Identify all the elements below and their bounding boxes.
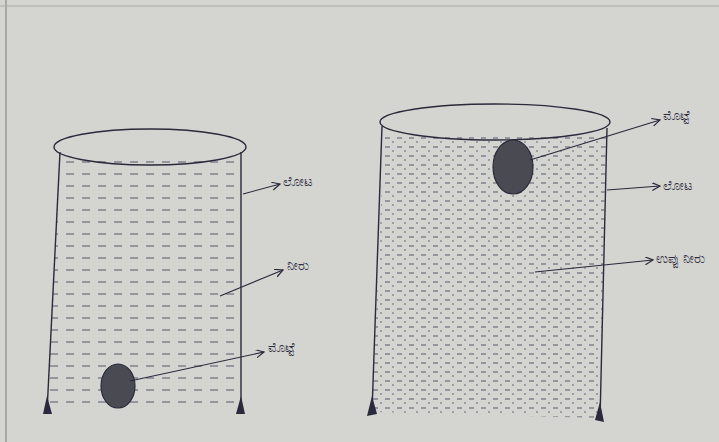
water [47,160,241,412]
leader-line [243,184,280,194]
egg [101,364,135,408]
glass-with-salt-water [367,104,610,422]
leader-lines [130,120,660,381]
leader-line [530,120,660,160]
leader-line [607,186,660,190]
leader-line [535,260,653,272]
part-label: ಲೋಟ [663,178,692,193]
salt-water [372,135,606,418]
part-label: ಮೊಟ್ಟೆ [268,340,296,355]
leader-line [130,352,264,381]
glass-foot [595,402,604,422]
glass-foot [236,396,245,414]
glass-foot [43,396,52,414]
leader-line [220,270,283,296]
glass-rim [54,129,246,165]
page-border [0,6,719,7]
part-label: ಮೊಟ್ಟೆ [663,108,691,123]
glass-wall [240,152,241,412]
glass-wall [372,126,382,412]
page-border [5,0,7,442]
glass-wall [47,152,60,412]
part-label: ಲೋಟ [283,174,312,189]
glass-foot [367,396,377,416]
glass-rim [380,104,610,140]
part-label: ಉಪ್ಪು ನೀರು [656,251,705,266]
glass-with-water [43,129,246,414]
part-label: ನೀರು [287,258,309,273]
egg [493,140,533,194]
glass-wall [600,128,607,420]
